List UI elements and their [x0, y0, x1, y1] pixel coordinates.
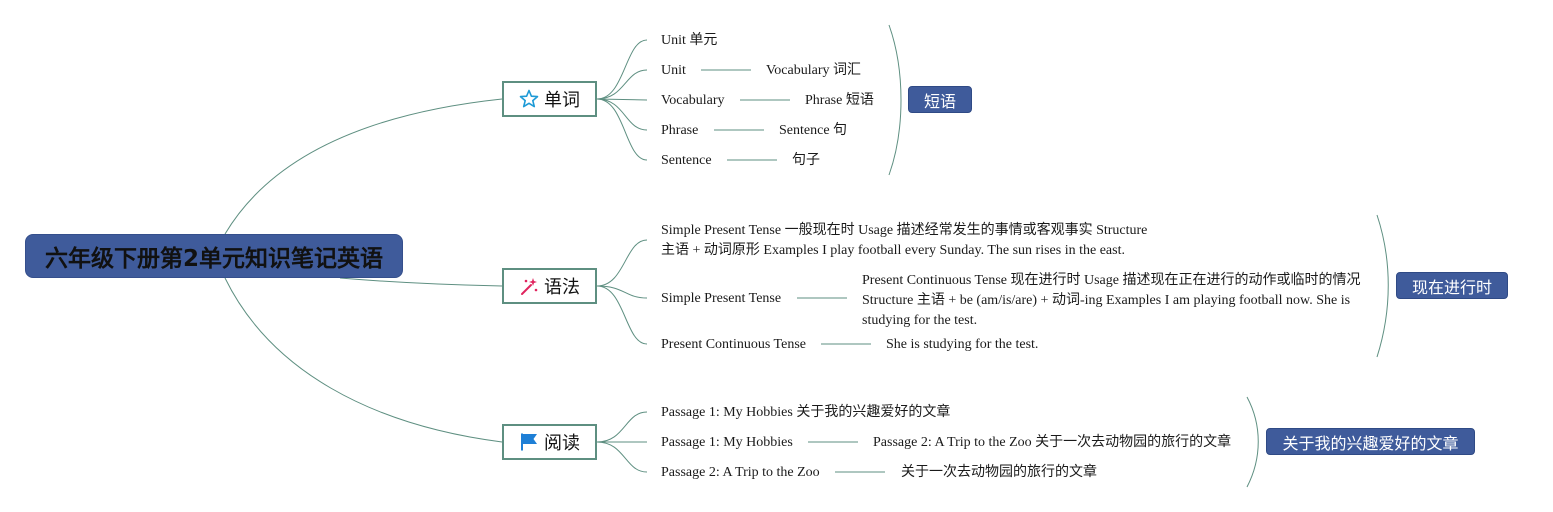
grammar-sub-leaf[interactable]: She is studying for the test.	[886, 337, 1039, 352]
vocab-leaf[interactable]: Phrase	[661, 123, 699, 138]
flag-icon	[519, 432, 539, 452]
star-icon	[519, 89, 539, 109]
branch-grammar[interactable]: 语法	[502, 268, 597, 304]
grammar-fan-line	[596, 239, 648, 287]
vocab-leaf[interactable]: Unit 单元	[661, 33, 718, 48]
vocab-sub-leaf[interactable]: Sentence 句	[779, 123, 848, 138]
grammar-sub-leaf[interactable]: Present Continuous Tense 现在进行时 Usage 描述现…	[862, 273, 1361, 328]
reading-fan-line	[596, 441, 648, 473]
reading-sub-leaf[interactable]: 关于一次去动物园的旅行的文章	[901, 465, 1097, 480]
root-to-grammar-line	[339, 277, 503, 287]
vocab-fan-line	[596, 98, 648, 131]
grammar-leaf[interactable]: Simple Present Tense	[661, 291, 782, 306]
grammar-fan-line	[596, 285, 648, 299]
reading-leaf[interactable]: Passage 1: My Hobbies	[661, 435, 793, 450]
grammar-summary-brace	[1376, 214, 1389, 358]
vocab-summary[interactable]: 短语	[908, 86, 972, 113]
vocab-sub-leaf[interactable]: 句子	[792, 153, 820, 168]
reading-leaf[interactable]: Passage 1: My Hobbies 关于我的兴趣爱好的文章	[661, 405, 951, 420]
vocab-leaf[interactable]: Unit	[661, 63, 686, 78]
grammar-fan-line	[596, 285, 648, 345]
branch-label: 语法	[544, 277, 580, 298]
vocab-fan-line	[596, 98, 648, 161]
vocab-fan-line	[596, 69, 648, 100]
reading-summary-brace	[1246, 396, 1259, 488]
reading-summary[interactable]: 关于我的兴趣爱好的文章	[1266, 428, 1475, 455]
branch-label: 单词	[544, 90, 580, 111]
branch-reading[interactable]: 阅读	[502, 424, 597, 460]
branch-label: 阅读	[544, 433, 580, 454]
grammar-leaf[interactable]: Simple Present Tense 一般现在时 Usage 描述经常发生的…	[661, 223, 1148, 258]
vocab-leaf[interactable]: Vocabulary	[661, 93, 725, 108]
vocab-leaf[interactable]: Sentence	[661, 153, 712, 168]
reading-sub-leaf[interactable]: Passage 2: A Trip to the Zoo 关于一次去动物园的旅行…	[873, 435, 1232, 450]
branch-vocabulary[interactable]: 单词	[502, 81, 597, 117]
vocab-sub-leaf[interactable]: Vocabulary 词汇	[766, 63, 861, 78]
vocab-fan-line	[596, 98, 648, 101]
sparkle-icon	[519, 276, 539, 296]
vocab-summary-brace	[888, 24, 902, 176]
reading-fan-line	[596, 411, 648, 443]
grammar-summary[interactable]: 现在进行时	[1396, 272, 1508, 299]
root-to-vocab-line	[224, 98, 503, 235]
root-topic[interactable]: 六年级下册第2单元知识笔记英语	[25, 234, 403, 278]
root-to-reading-line	[224, 277, 503, 443]
grammar-leaf[interactable]: Present Continuous Tense	[661, 337, 806, 352]
vocab-sub-leaf[interactable]: Phrase 短语	[805, 93, 874, 108]
vocab-fan-line	[596, 39, 648, 100]
reading-leaf[interactable]: Passage 2: A Trip to the Zoo	[661, 465, 820, 480]
